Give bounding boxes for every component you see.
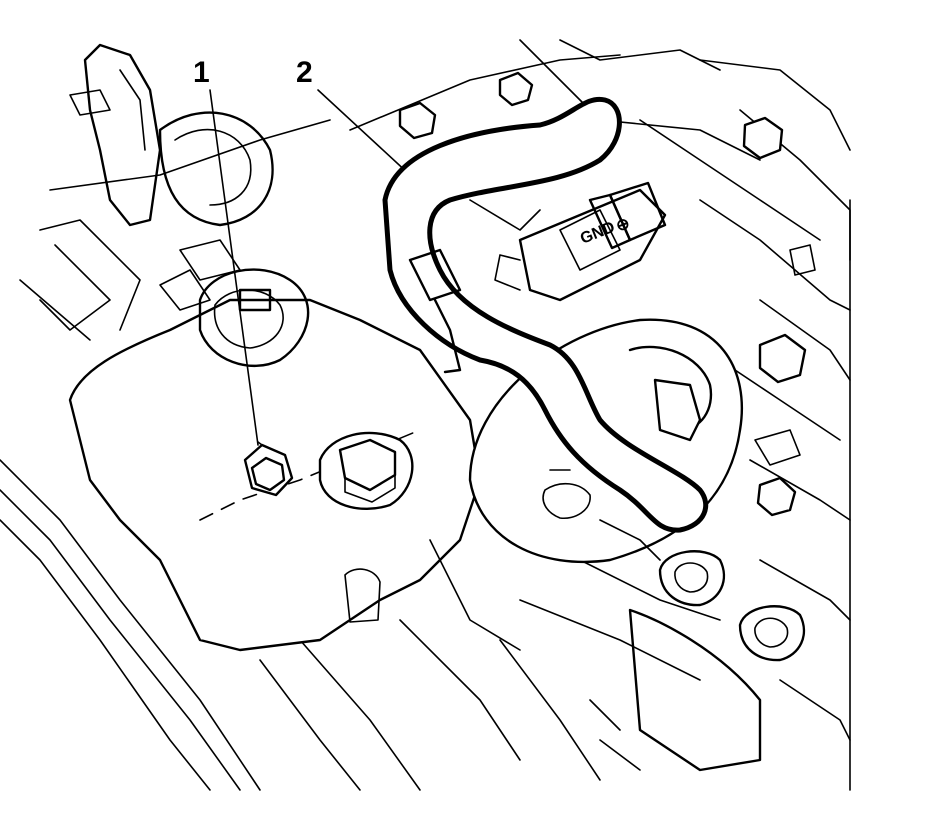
engine-background xyxy=(0,39,851,791)
callout-label-2: 2 xyxy=(296,56,313,89)
callout-2-hose xyxy=(382,96,709,533)
leader-line-2 xyxy=(317,89,411,176)
callout-label-1: 1 xyxy=(193,56,210,89)
callout-1-bolt xyxy=(243,441,294,497)
lower-fittings xyxy=(589,550,806,772)
sensor-assembly xyxy=(469,181,667,302)
leader-line-1 xyxy=(209,89,259,446)
bracket-assembly xyxy=(69,43,274,311)
right-components xyxy=(398,71,816,517)
hex-bolt-large xyxy=(318,431,414,510)
leader-lines xyxy=(209,89,411,446)
